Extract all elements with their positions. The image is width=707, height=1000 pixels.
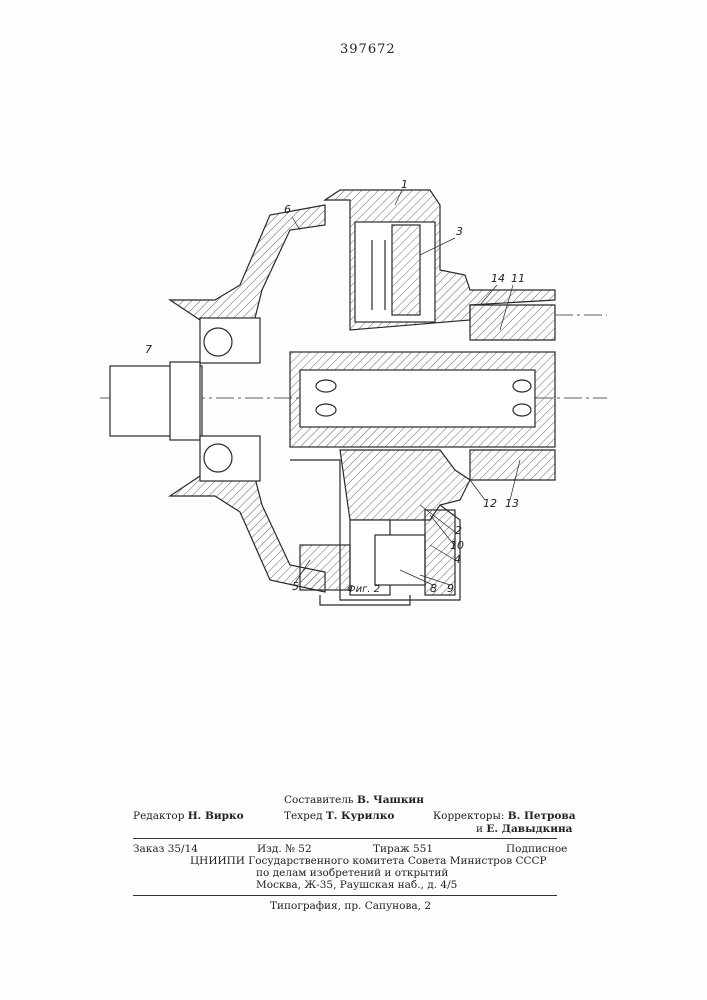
part-label: 2 xyxy=(455,524,462,537)
part-label: 5 xyxy=(292,580,299,593)
editor: Редактор Н. Вирко xyxy=(133,810,244,822)
compiler: Составитель В. Чашкин xyxy=(284,794,424,806)
corrector-2: и Е. Давыдкина xyxy=(476,823,572,835)
planet-gear-8 xyxy=(375,535,425,585)
divider xyxy=(133,895,557,896)
circulation: Тираж 551 xyxy=(373,843,433,855)
correctors: Корректоры: В. Петрова xyxy=(433,810,576,822)
part-label: 8 xyxy=(430,582,437,595)
part-label: 3 xyxy=(456,225,463,238)
figure-caption: Фиг. 2 xyxy=(347,584,380,595)
part-label: 12 xyxy=(483,497,497,510)
front-cover xyxy=(170,205,325,320)
divider xyxy=(133,838,557,839)
order: Заказ 35/14 xyxy=(133,843,198,855)
part-label: 4 xyxy=(454,553,461,566)
org-line-3: Москва, Ж-35, Раушская наб., д. 4/5 xyxy=(256,879,457,891)
part-label: 6 xyxy=(284,203,291,216)
tech-editor: Техред Т. Курилко xyxy=(284,810,394,822)
part-label: 14 xyxy=(491,272,505,285)
org-line-2: по делам изобретений и открытий xyxy=(256,867,448,879)
part-label: 9 xyxy=(447,582,454,595)
subscription: Подписное xyxy=(506,843,567,855)
part-label: 1 xyxy=(401,178,408,191)
part-label: 10 xyxy=(450,539,464,552)
edition: Изд. № 52 xyxy=(257,843,312,855)
part-label: 7 xyxy=(145,343,152,356)
part-label: 11 xyxy=(511,272,525,285)
part-label: 13 xyxy=(505,497,519,510)
printer: Типография, пр. Сапунова, 2 xyxy=(270,900,431,912)
org-line-1: ЦНИИПИ Государственного комитета Совета … xyxy=(190,855,547,867)
